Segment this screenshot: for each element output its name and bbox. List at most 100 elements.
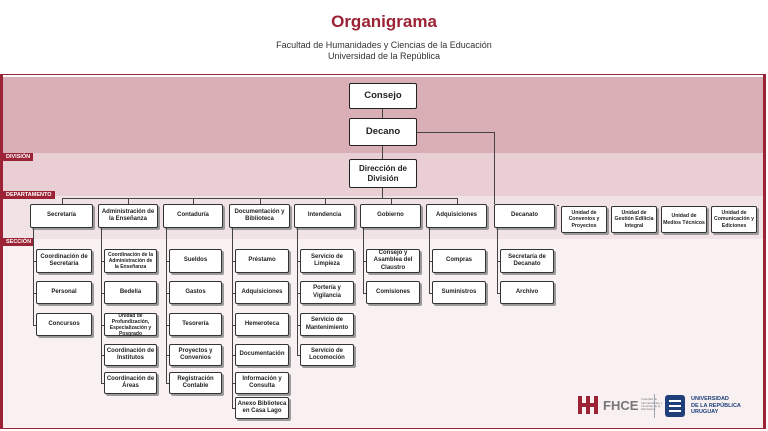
section-box: Proyectos y Convenios (169, 344, 222, 366)
section-box: Compras (432, 249, 486, 273)
connector (33, 325, 36, 326)
connector (101, 355, 104, 356)
connector (101, 261, 104, 262)
connector (101, 293, 104, 294)
connector (494, 132, 495, 204)
unit-box: Unidad de Medios Técnicos (661, 206, 707, 233)
connector (297, 293, 300, 294)
connector (260, 198, 261, 204)
connector (33, 228, 34, 325)
section-box: Préstamo (235, 249, 289, 273)
section-box: Adquisiciones (235, 281, 289, 304)
section-box: Archivo (500, 281, 554, 304)
connector (232, 325, 235, 326)
connector (297, 228, 298, 355)
connector (382, 188, 383, 199)
consejo-box: Consejo (349, 83, 417, 109)
faculty-name: Facultad de Humanidades y Ciencias de la… (276, 40, 492, 50)
connector (232, 293, 235, 294)
division-rule (3, 160, 33, 161)
section-box: Secretaría de Decanato (500, 249, 554, 273)
udelar-shield-icon (665, 395, 685, 417)
connector (391, 198, 392, 204)
connector (128, 198, 129, 204)
connector (497, 261, 500, 262)
unit-box: Unidad de Gestión Edilicia Integral (611, 206, 657, 233)
section-label: SECCIÓN (3, 238, 35, 246)
connector (363, 261, 366, 262)
department-box: Intendencia (294, 204, 355, 228)
connector (232, 261, 235, 262)
fhce-caption: Facultad de Humanidades y Ciencias de la… (641, 397, 663, 412)
udelar-name-line2: DE LA REPÚBLICA (691, 402, 741, 409)
department-box: Decanato (494, 204, 555, 228)
department-rule (3, 198, 53, 199)
connector (363, 293, 366, 294)
connector (325, 198, 326, 204)
section-box: Coordinación de Institutos (104, 344, 157, 366)
section-box: Sueldos (169, 249, 222, 273)
department-box: Gobierno (360, 204, 421, 228)
connector (232, 228, 233, 408)
udelar-name-line3: URUGUAY (691, 409, 719, 416)
section-box: Servicio de Locomoción (300, 344, 354, 366)
section-box: Servicio de Limpieza (300, 249, 354, 273)
connector (166, 355, 169, 356)
connector (429, 228, 430, 293)
section-box: Anexo Biblioteca en Casa Lago (235, 397, 289, 419)
connector (33, 293, 36, 294)
section-box: Bedelía (104, 281, 157, 304)
connector (166, 293, 169, 294)
connector (166, 261, 169, 262)
udelar-name-line1: UNIVERSIDAD (691, 396, 729, 403)
section-box: Personal (36, 281, 92, 304)
connector (429, 293, 432, 294)
section-box: Suministros (432, 281, 486, 304)
section-box: Registración Contable (169, 372, 222, 394)
connector (101, 325, 104, 326)
connector (297, 261, 300, 262)
fhce-emblem-icon (578, 396, 598, 414)
university-name: Universidad de la República (327, 51, 441, 61)
fhce-wordmark: FHCE (603, 397, 639, 413)
section-box: Comisiones (366, 281, 420, 304)
logo-divider (654, 394, 655, 418)
section-box: Documentación (235, 344, 289, 366)
department-box: Secretaría (30, 204, 93, 228)
connector (62, 198, 63, 204)
section-box: Servicio de Mantenimiento (300, 313, 354, 336)
connector (101, 228, 102, 383)
connector (363, 228, 364, 293)
department-box: Administración de la Enseñanza (98, 204, 158, 228)
section-rule (3, 245, 30, 246)
connector (297, 355, 300, 356)
connector (382, 146, 383, 159)
udelar-logo: UNIVERSIDAD DE LA REPÚBLICA URUGUAY (664, 394, 741, 418)
direccion-division-box: Dirección de División (349, 159, 417, 188)
chart-frame (0, 74, 766, 429)
unit-box: Unidad de Comunicación y Ediciones (711, 206, 757, 233)
section-box: Coordinación de Secretaría (36, 249, 92, 273)
section-box: Información y Consulta (235, 372, 289, 394)
connector (232, 355, 235, 356)
section-box: Portería y Vigilancia (300, 281, 354, 304)
connector (232, 408, 235, 409)
section-box: Coordinación de la Administración de la … (104, 249, 157, 273)
decano-box: Decano (349, 118, 417, 146)
connector (497, 228, 498, 293)
connector (457, 198, 458, 204)
connector (297, 325, 300, 326)
connector (101, 383, 104, 384)
connector (166, 325, 169, 326)
connector (497, 293, 500, 294)
unit-box: Unidad de Convenios y Proyectos (561, 206, 607, 233)
connector (232, 383, 235, 384)
division-label: DIVISIÓN (3, 153, 34, 161)
connector (429, 261, 432, 262)
section-box: Concursos (36, 313, 92, 336)
department-label: DEPARTAMENTO (3, 191, 55, 199)
section-box: Hemeroteca (235, 313, 289, 336)
department-box: Adquisiciones (426, 204, 487, 228)
connector (193, 198, 194, 204)
connector (557, 205, 559, 206)
